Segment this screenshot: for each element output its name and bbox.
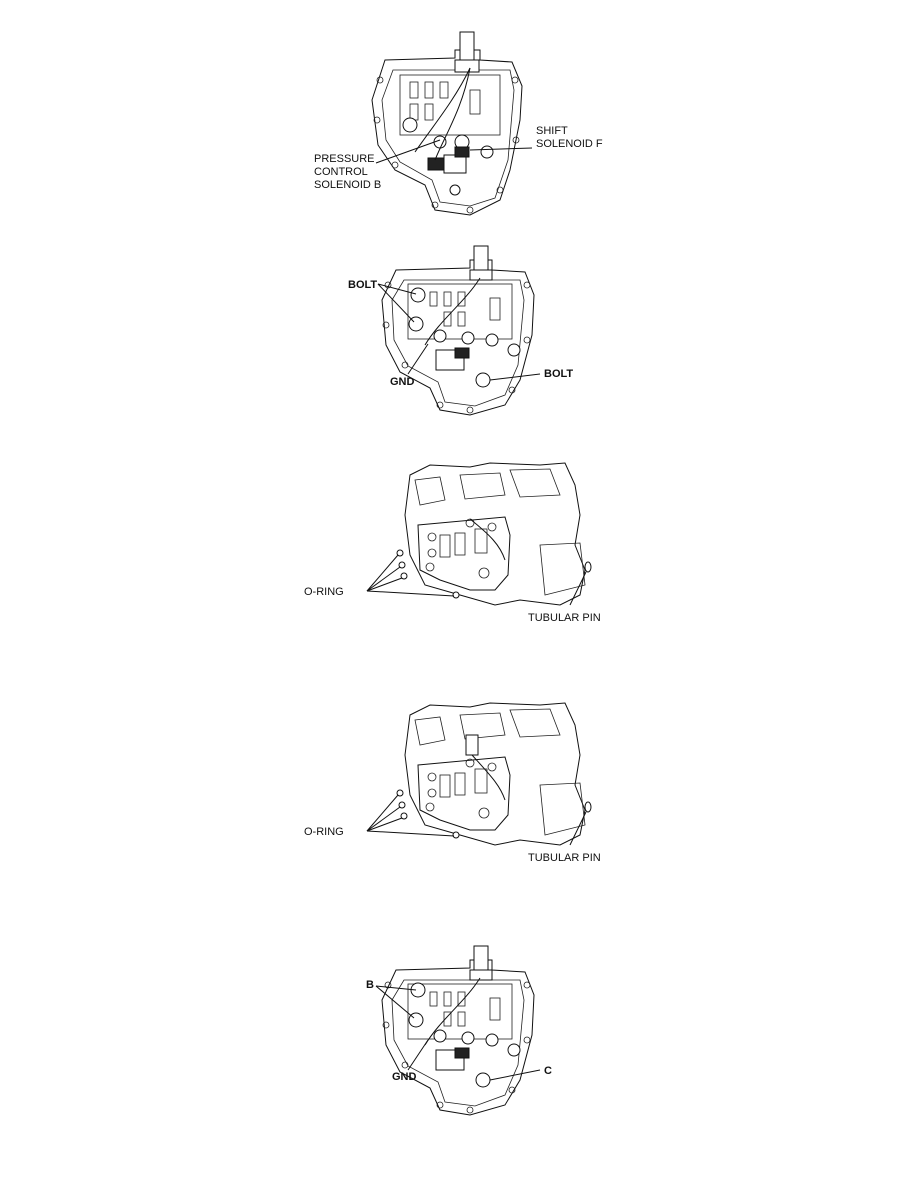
valve-body-details	[425, 758, 497, 819]
label-shift-solenoid-1: SHIFT	[536, 125, 568, 137]
leader-line	[375, 985, 417, 991]
bolt-icon	[475, 1072, 491, 1088]
bolt-icon	[410, 287, 426, 303]
tubular-pin-icon	[584, 801, 592, 813]
leader-line	[366, 830, 455, 837]
bolt-icon	[402, 117, 418, 133]
wire-harness	[471, 754, 506, 801]
wire-harness	[424, 277, 481, 346]
case-lower-right	[539, 782, 586, 836]
transmission-case	[404, 462, 586, 606]
label-bolt-right: BOLT	[544, 368, 573, 380]
bolt-icon	[485, 333, 499, 347]
bolt-icon	[507, 1043, 521, 1057]
valve-body-outline	[417, 756, 511, 831]
leader-line	[377, 283, 417, 295]
gasket-outline	[381, 69, 515, 207]
oring-icons	[396, 549, 460, 599]
valve-body-details	[425, 518, 497, 579]
bolt-icon	[485, 1033, 499, 1047]
wire-harness	[414, 67, 471, 153]
label-pressure-control-1: PRESSURE	[314, 153, 375, 165]
valve-body-slots	[409, 81, 481, 121]
connector-base	[469, 269, 493, 281]
bolt-icon	[475, 372, 491, 388]
label-c: C	[544, 1065, 552, 1077]
case-ribs	[414, 468, 561, 506]
case-outline	[381, 959, 535, 1116]
case-lower-right	[539, 542, 586, 596]
case-outline	[381, 259, 535, 416]
label-gnd: GND	[392, 1071, 417, 1083]
gasket-outline	[391, 979, 525, 1107]
leader-line	[375, 985, 415, 1019]
oring-icons	[396, 789, 460, 839]
figure-valve-body-tightening: B GND C	[0, 940, 918, 1120]
solenoid-body	[443, 154, 467, 174]
bolt-icon	[480, 145, 494, 159]
pressure-control-solenoid-icon	[427, 157, 445, 171]
label-pressure-control-2: CONTROL	[314, 166, 368, 178]
tubular-pin-icon	[584, 561, 592, 573]
figure-valve-body-bolts: BOLT GND BOLT	[0, 240, 918, 420]
leader-line	[569, 571, 587, 606]
label-gnd: GND	[390, 376, 415, 388]
leader-line	[366, 554, 399, 592]
label-tubular-pin: TUBULAR PIN	[528, 612, 601, 624]
solenoid-icon	[454, 347, 470, 359]
bolt-icon	[461, 1031, 475, 1045]
leader-line	[366, 817, 403, 832]
valve-body-slots	[429, 291, 501, 327]
wire-harness	[424, 977, 481, 1046]
valve-body-slots	[429, 991, 501, 1027]
leader-line	[489, 1069, 541, 1081]
bolt-icon	[507, 343, 521, 357]
label-shift-solenoid-2: SOLENOID F	[536, 138, 603, 150]
valve-body-outline	[417, 516, 511, 591]
case-ribs	[414, 708, 561, 746]
solenoid-icon	[454, 1047, 470, 1059]
case-bolt-holes	[382, 281, 531, 414]
shift-solenoid-icon	[454, 146, 470, 158]
connector-base	[454, 59, 480, 73]
leader-line	[366, 806, 401, 832]
leader-line	[366, 566, 401, 592]
connector-icon	[459, 31, 475, 63]
leader-line	[366, 577, 403, 592]
leader-line	[377, 283, 415, 323]
wire-harness	[434, 67, 471, 161]
leader-line	[375, 139, 441, 164]
leader-line	[366, 794, 399, 832]
figure-valve-body-solenoids: PRESSURE CONTROL SOLENOID B SHIFT SOLENO…	[0, 20, 918, 220]
valve-body	[407, 983, 513, 1040]
leader-line	[407, 1039, 429, 1071]
transmission-case	[404, 702, 586, 846]
connector-base	[469, 969, 493, 981]
connector-icon	[465, 734, 479, 756]
bolt-icon	[433, 329, 447, 343]
leader-line	[407, 343, 429, 375]
wire-harness	[469, 518, 506, 561]
leader-line	[569, 811, 587, 846]
label-oring: O-RING	[304, 586, 344, 598]
valve-body	[399, 74, 501, 136]
label-b: B	[366, 979, 374, 991]
bolt-icon	[449, 184, 461, 196]
figure-transmission-orings-install: O-RING TUBULAR PIN	[0, 695, 918, 885]
label-bolt-top: BOLT	[348, 279, 377, 291]
label-oring: O-RING	[304, 826, 344, 838]
label-pressure-control-3: SOLENOID B	[314, 179, 381, 191]
leader-line	[366, 590, 455, 597]
valve-body	[407, 283, 513, 340]
gasket-outline	[391, 279, 525, 407]
leader-line	[469, 147, 533, 151]
case-bolt-holes	[382, 981, 531, 1114]
label-tubular-pin: TUBULAR PIN	[528, 852, 601, 864]
bolt-icon	[433, 1029, 447, 1043]
bolt-icon	[461, 331, 475, 345]
case-bolt-holes	[373, 76, 520, 214]
figure-transmission-orings: O-RING TUBULAR PIN	[0, 455, 918, 645]
leader-line	[489, 373, 541, 381]
